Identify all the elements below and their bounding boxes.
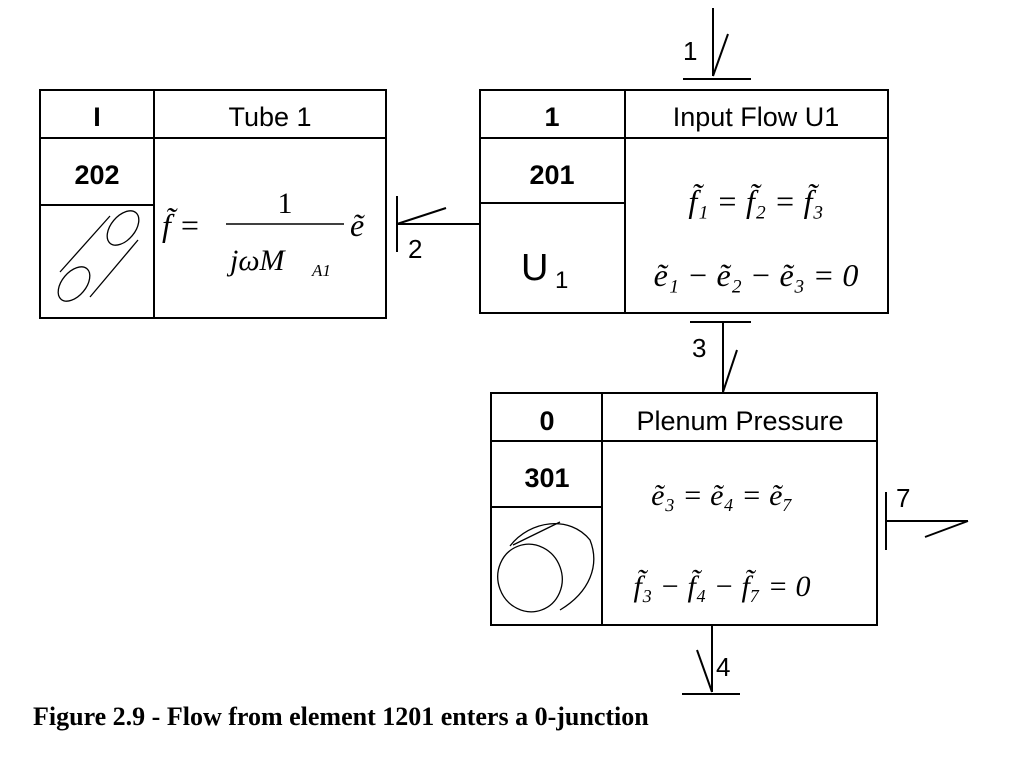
bond-4 <box>682 626 740 695</box>
plenum-name-label: Plenum Pressure <box>636 406 843 436</box>
input-block <box>479 89 889 314</box>
bond-3-label: 3 <box>692 333 706 363</box>
tube-type-label: I <box>93 102 101 132</box>
plenum-eq-2: f̃₃ − f̃₄ − f̃₇ = 0 <box>633 570 810 603</box>
input-type-label: 1 <box>544 102 559 132</box>
tube-name-label: Tube 1 <box>228 102 311 132</box>
input-eq-2: ẽ₁ − ẽ₂ − ẽ₃ = 0 <box>654 257 859 293</box>
tube-eq-lhs: f̃ = <box>162 207 200 243</box>
bond-2-label: 2 <box>408 234 422 264</box>
input-symbol-sub: 1 <box>555 267 568 294</box>
tube-id-label: 202 <box>74 160 119 190</box>
input-name-label: Input Flow U1 <box>673 102 840 132</box>
bond-7-label: 7 <box>896 483 910 513</box>
plenum-eq-1: ẽ₃ = ẽ₄ = ẽ₇ <box>651 479 793 512</box>
bond-3 <box>690 321 751 393</box>
tube-block <box>39 89 387 319</box>
input-symbol: U <box>521 247 548 289</box>
bond-1-label: 1 <box>683 36 697 66</box>
input-eq-1: f̃₁ = f̃₂ = f̃₃ <box>688 183 823 219</box>
tube-eq-numerator: 1 <box>278 187 293 220</box>
tube-icon <box>57 210 140 302</box>
tube-eq-denominator: jωM <box>226 244 287 277</box>
plenum-block-frame <box>490 392 878 626</box>
plenum-type-label: 0 <box>539 406 554 436</box>
plenum-id-label: 301 <box>524 463 569 493</box>
bond-7 <box>885 492 969 550</box>
plenum-icon <box>497 521 595 613</box>
bond-2 <box>396 196 480 252</box>
tube-eq-rhs: ẽ <box>350 207 365 243</box>
input-id-label: 201 <box>529 160 574 190</box>
bond-4-label: 4 <box>716 652 730 682</box>
plenum-block <box>490 392 878 626</box>
bond-1 <box>683 8 751 80</box>
figure-caption: Figure 2.9 - Flow from element 1201 ente… <box>33 702 649 731</box>
input-block-frame <box>479 89 889 314</box>
tube-eq-denominator-sub: A1 <box>311 261 331 280</box>
